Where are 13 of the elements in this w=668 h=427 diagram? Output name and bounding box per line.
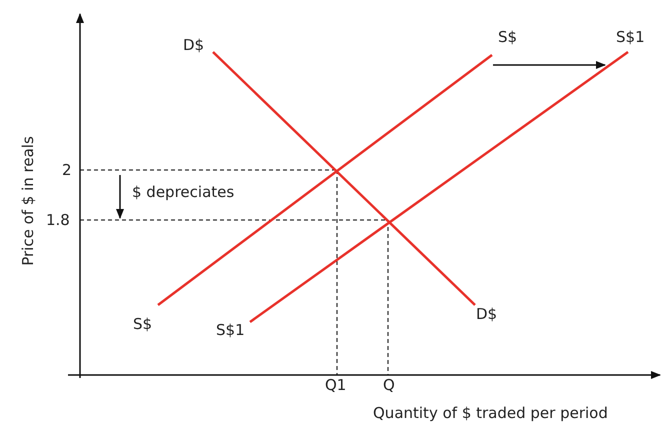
axis-tick-label: Q bbox=[383, 376, 395, 394]
curve-label: S$ bbox=[498, 28, 518, 46]
axis-tick-label: 2 bbox=[62, 161, 72, 179]
axis-tick-label: Q1 bbox=[325, 376, 346, 394]
curve-label: S$1 bbox=[216, 321, 245, 339]
curve-label: S$1 bbox=[616, 28, 645, 46]
annotation-text: $ depreciates bbox=[132, 183, 234, 201]
axis-tick-label: 1.8 bbox=[46, 211, 70, 229]
curve-label: D$ bbox=[183, 36, 204, 54]
curve-label: S$ bbox=[133, 315, 152, 333]
axis-title: Price of $ in reals bbox=[19, 135, 37, 268]
axis-title: Quantity of $ traded per period bbox=[373, 404, 608, 422]
curve-label: D$ bbox=[476, 305, 498, 323]
